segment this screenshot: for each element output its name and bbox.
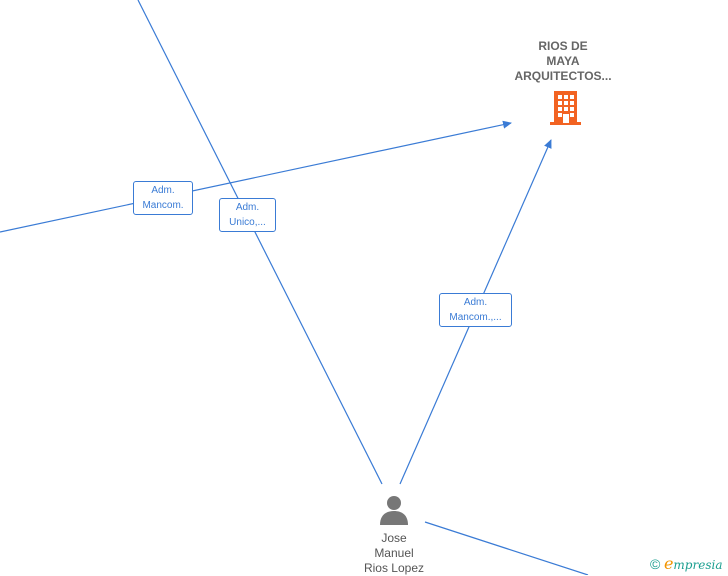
person-name-line: Rios Lopez xyxy=(363,561,425,575)
person-icon[interactable] xyxy=(378,495,410,525)
person-name-line: Manuel xyxy=(374,546,414,560)
edge-line-person-to-bottom-right xyxy=(424,521,589,575)
edge-label-line: Mancom. xyxy=(142,200,184,211)
edge-line-top-to-person xyxy=(137,0,383,485)
empresia-logo: © empresia xyxy=(650,555,722,573)
edge-label-adm-mancom[interactable]: Adm. Mancom. xyxy=(133,181,193,215)
edge-label-line: Adm. xyxy=(463,297,488,308)
person-name-line: Jose xyxy=(381,531,407,545)
edge-label-line: Unico,... xyxy=(229,217,266,228)
edge-label-adm-mancom-etc[interactable]: Adm. Mancom.,... xyxy=(439,293,512,327)
company-name[interactable]: RIOS DE MAYA ARQUITECTOS... xyxy=(500,39,626,84)
edge-label-line: Adm. xyxy=(235,202,260,213)
company-name-line: MAYA xyxy=(546,54,580,68)
edge-label-line: Adm. xyxy=(151,185,175,196)
edge-label-line: Mancom.,... xyxy=(449,312,502,323)
edge-label-adm-unico[interactable]: Adm. Unico,... xyxy=(219,198,276,232)
copyright-symbol: © xyxy=(650,556,661,572)
company-name-line: ARQUITECTOS... xyxy=(514,69,612,83)
brand-name: mpresia xyxy=(673,558,723,572)
company-name-line: RIOS DE xyxy=(538,39,588,53)
brand-initial: e xyxy=(663,554,674,573)
person-name[interactable]: Jose Manuel Rios Lopez xyxy=(340,531,448,576)
building-icon[interactable] xyxy=(549,90,582,126)
edge-line-left-to-company xyxy=(0,120,512,233)
